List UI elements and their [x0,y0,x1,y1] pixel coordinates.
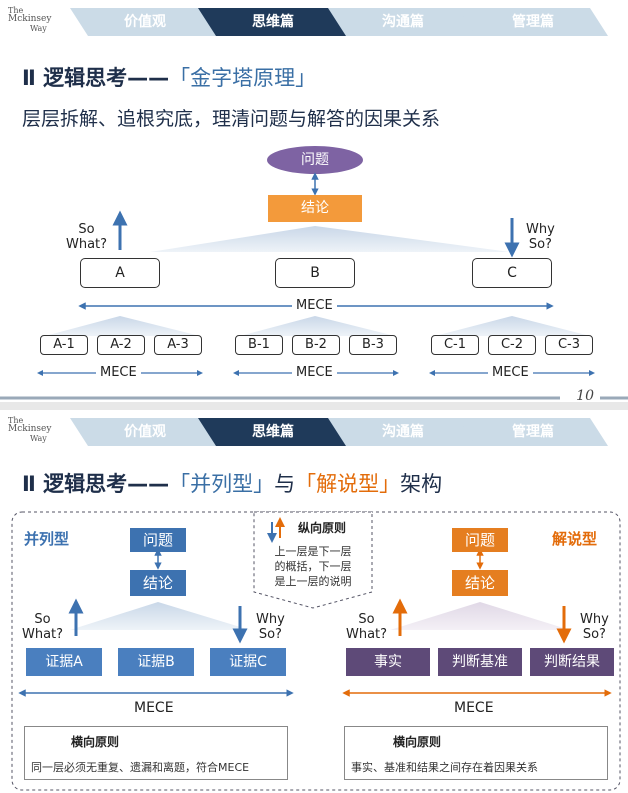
node-a3: A-3 [154,335,202,355]
node-a2: A-2 [97,335,145,355]
evidence-c: 证据C [210,648,286,676]
right-mece-label: MECE [450,700,498,716]
top-triangle [150,226,510,252]
vertical-principle-callout [253,511,373,609]
why-so-label: Why So? [526,222,555,252]
triangle-a [45,316,200,336]
nav-tabs: 价值观 思维篇 沟通篇 管理篇 [70,8,622,36]
fact-box: 事实 [346,648,430,676]
right-triangle [390,602,570,630]
slide-pyramid-principle: The Mckinsey Way 价值观 思维篇 沟通篇 管理篇 Ⅱ 逻辑思考—… [0,6,628,402]
page-number: 10 [576,388,594,402]
vertical-principle-title: 纵向原则 [297,521,346,535]
right-horizontal-note: 横向原则 事实、基准和结果之间存在着因果关系 [344,726,608,780]
left-horizontal-note: 横向原则 同一层必须无重复、遗漏和离题，符合MECE [24,726,288,780]
node-c2: C-2 [488,335,536,355]
left-why-so: Why So? [256,612,285,642]
parallel-title: 并列型 [24,530,70,548]
node-a1: A-1 [40,335,88,355]
tab-management[interactable]: 管理篇 [458,418,608,446]
problem-label: 问题 [301,152,329,168]
right-why-so: Why So? [580,612,609,642]
node-b3: B-3 [349,335,397,355]
tab-communication[interactable]: 沟通篇 [328,418,478,446]
conclusion-rect [268,195,362,222]
node-c3: C-3 [545,335,593,355]
mece-label-main: MECE [292,298,337,313]
mece-label-c: MECE [488,365,533,380]
node-b2: B-2 [292,335,340,355]
node-b1: B-1 [235,335,283,355]
problem-ellipse [267,146,363,174]
evidence-a: 证据A [26,648,102,676]
mece-label-a: MECE [96,365,141,380]
left-triangle [70,602,250,630]
slide1-title: Ⅱ 逻辑思考——「金字塔原理」 [22,66,317,90]
tab-values[interactable]: 价值观 [70,418,220,446]
evidence-b: 证据B [118,648,194,676]
left-problem: 问题 [130,528,186,552]
slide2-title: Ⅱ 逻辑思考——「并列型」与「解说型」架构 [22,472,443,496]
node-b: B [275,258,355,288]
slide-parallel-explanatory: The Mckinsey Way 价值观 思维篇 沟通篇 管理篇 Ⅱ 逻辑思考—… [0,410,628,793]
tab-values[interactable]: 价值观 [70,8,220,36]
tab-communication[interactable]: 沟通篇 [328,8,478,36]
slide-divider [0,402,628,410]
tab-thinking[interactable]: 思维篇 [198,418,348,446]
left-conclusion: 结论 [130,570,186,596]
left-so-what: So What? [22,612,64,642]
tab-thinking[interactable]: 思维篇 [198,8,348,36]
pyramid-graphics [0,146,628,400]
right-problem: 问题 [452,528,508,552]
vertical-principle-text: 上一层是下一层 的概括，下一层 是上一层的说明 [274,545,352,588]
node-c1: C-1 [431,335,479,355]
criteria-box: 判断基准 [438,648,522,676]
left-mece-label: MECE [130,700,178,716]
node-a: A [80,258,160,288]
conclusion-label: 结论 [301,200,329,216]
tab-management[interactable]: 管理篇 [458,8,608,36]
right-conclusion: 结论 [452,570,508,596]
so-what-label: So What? [66,222,108,252]
explanatory-title: 解说型 [552,530,598,548]
nav-tabs: 价值观 思维篇 沟通篇 管理篇 [70,418,622,446]
slide1-subtitle: 层层拆解、追根究底，理清问题与解答的因果关系 [22,108,441,130]
mece-label-b: MECE [292,365,337,380]
triangle-c [435,316,590,336]
mckinsey-logo: The Mckinsey Way [8,6,52,33]
right-so-what: So What? [346,612,388,642]
mckinsey-logo: The Mckinsey Way [8,416,52,443]
triangle-b [240,316,395,336]
result-box: 判断结果 [530,648,614,676]
node-c: C [472,258,552,288]
